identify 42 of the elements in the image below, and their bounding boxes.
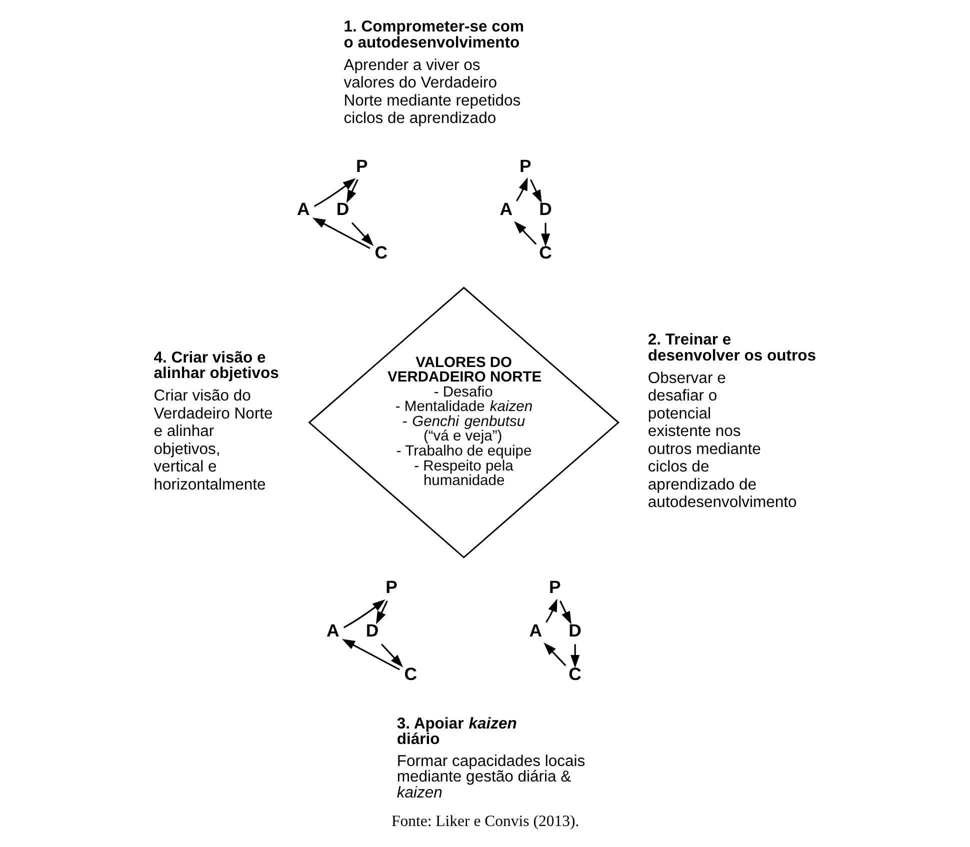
- arrow: [540, 222, 550, 247]
- node-text: D: [568, 620, 581, 641]
- arrow: [380, 644, 403, 668]
- node-text: D: [336, 199, 349, 220]
- arrow: [342, 599, 385, 628]
- node-text: A: [499, 199, 512, 220]
- node-text: D: [365, 620, 378, 641]
- node-text: C: [374, 242, 388, 263]
- arrow: [341, 638, 400, 670]
- label: Observar e desafiar o potencial existente nos outros mediante ciclos de aprendizado de autodesenvolvimento: [647, 370, 796, 511]
- label: 2. Treinar e desenvolver os outros: [647, 332, 816, 364]
- arrow: [375, 600, 388, 624]
- arrow: [313, 178, 356, 207]
- arrow: [545, 598, 557, 623]
- node-text: C: [404, 664, 417, 684]
- arrow: [346, 179, 358, 204]
- arrow: [312, 218, 370, 249]
- caption: Fonte: Liker e Convis (2013).: [390, 812, 579, 830]
- node-text: P: [518, 156, 531, 176]
- node-text: A: [326, 620, 339, 641]
- label: 1. Comprometer-se com o autodesenvolvimento: [343, 18, 524, 52]
- arrow: [558, 600, 571, 624]
- node-text: D: [538, 199, 552, 220]
- label: Formar capacidades locais mediante gestão diária & kaizen: [396, 752, 585, 802]
- arrow: [516, 177, 528, 202]
- arrow: [529, 179, 542, 204]
- node-text: P: [548, 577, 560, 598]
- arrow: [350, 222, 374, 246]
- node-text: A: [296, 199, 310, 220]
- node-text: C: [568, 664, 581, 684]
- arrow: [570, 644, 580, 668]
- node-diamond: VALORES DO VERDADEIRO NORTE - Desafio - Mentalidade kaizen - Genchi genbutsu (“vá e veja”) - Trabalho de equipe - Respeito pela humanidade: [308, 286, 620, 558]
- arrow: [543, 642, 566, 666]
- node-text: C: [538, 242, 552, 263]
- node-text: P: [385, 577, 397, 598]
- label: Criar visão do Verdadeiro Norte e alinhar objetivos, vertical e horizontalmente: [153, 388, 272, 494]
- node-text: A: [528, 620, 542, 641]
- node-text: P: [356, 156, 368, 176]
- label: Aprender a viver os valores do Verdadeiro Norte mediante repetidos ciclos de aprendizado: [343, 56, 520, 128]
- arrow: [514, 221, 536, 245]
- label: 4. Criar visão e alinhar objetivos: [153, 349, 278, 382]
- label: 3. Apoiar kaizen diário: [396, 715, 516, 748]
